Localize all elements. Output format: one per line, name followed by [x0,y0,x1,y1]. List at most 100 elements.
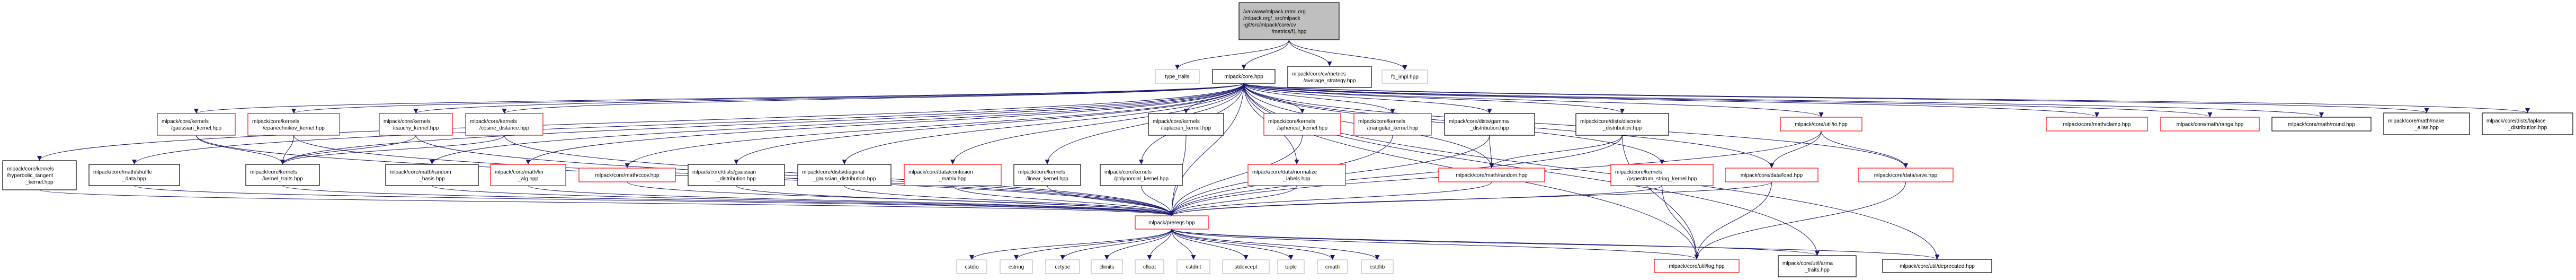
edge-prereqs-to-tuple [1171,229,1294,260]
node-label-line: mlpack/core/math/round.hpp [2288,122,2355,128]
node-diagonal-gaussian-distribution[interactable]: mlpack/core/dists/diagonal_gaussian_dist… [797,164,892,186]
node-prereqs[interactable]: mlpack/prereqs.hpp [1135,215,1209,230]
node-gaussian-kernel[interactable]: mlpack/core/kernels/gaussian_kernel.hpp [157,113,236,136]
node-triangular-kernel[interactable]: mlpack/core/kernels/triangular_kernel.hp… [1353,113,1432,136]
node-label-line: cstring [1009,265,1024,270]
node-kernel-traits[interactable]: mlpack/core/kernels/kernel_traits.hpp [245,164,320,186]
node-spherical-kernel[interactable]: mlpack/core/kernels/spherical_kernel.hpp [1263,113,1341,136]
node-laplacian-kernel[interactable]: mlpack/core/kernels/laplacian_kernel.hpp [1148,113,1224,136]
node-ccov[interactable]: mlpack/core/math/ccov.hpp [578,168,676,182]
node-label-line: mlpack/core/dists/gamma [1449,119,1509,125]
node-box [1610,164,1714,186]
node-box [157,113,236,136]
node-box [1353,113,1432,136]
node-confusion-matrix[interactable]: mlpack/core/data/confusion_matrix.hpp [904,164,1002,186]
edge-shuffle_data-to-prereqs [134,185,1174,216]
node-cosine-distance[interactable]: mlpack/core/kernels/cosine_distance.hpp [465,113,543,136]
node-label-line: mlpack/core/dists/gaussian [692,169,756,175]
edge-prereqs-to-log [1171,229,1699,260]
node-label-line: /kernel_traits.hpp [262,176,303,182]
node-label-line: mlpack/core/kernels [470,119,517,125]
node-label-line: mlpack/core/data/load.hpp [1741,173,1803,179]
node-box [379,113,453,136]
edge-core-to-prereqs [1169,83,1244,216]
edge-gaussian_kernel-to-kernel_traits [196,135,285,165]
node-make-alias[interactable]: mlpack/core/math/make_alias.hpp [2383,112,2470,135]
node-label-line: /cosine_distance.hpp [479,125,529,131]
node-box [1444,113,1535,136]
node-label-line: mlpack/core/math/random.hpp [1456,173,1528,179]
node-cauchy-kernel[interactable]: mlpack/core/kernels/cauchy_kernel.hpp [379,113,453,136]
node-label-line: mlpack/core/kernels [252,119,299,125]
node-arma-traits[interactable]: mlpack/core/util/arma_traits.hpp [1778,255,1857,277]
node-box [1287,66,1372,88]
edge-pspectrum_string_kernel-to-log [1662,185,1699,260]
node-label-line: mlpack/core/util/arma [1782,260,1833,266]
node-save[interactable]: mlpack/core/data/save.hpp [1858,168,1954,182]
edge-hyperbolic_tangent_kernel-to-prereqs [39,189,1174,216]
edge-core-to-deprecated [1243,83,1940,260]
node-box [1135,259,1164,274]
node-label-line: type_traits [1165,74,1189,80]
edge-linear_kernel-to-prereqs [1047,185,1174,216]
node-random-basis[interactable]: mlpack/core/math/random_basis.hpp [385,164,479,186]
node-io[interactable]: mlpack/core/util/io.hpp [1780,117,1862,132]
edge-kernel_traits-to-prereqs [282,185,1174,216]
node-label-line: tuple [1285,265,1297,270]
node-f1-impl: f1_impl.hpp [1381,69,1428,84]
node-label-line: /cauchy_kernel.hpp [393,125,439,131]
node-deprecated[interactable]: mlpack/core/util/deprecated.hpp [1882,259,1992,273]
node-pspectrum-string-kernel[interactable]: mlpack/core/kernels/pspectrum_string_ker… [1610,164,1714,186]
edge-random_basis-to-prereqs [432,185,1174,216]
edge-prereqs-to-stdexcept [1171,229,1249,260]
node-discrete-distribution[interactable]: mlpack/core/dists/discrete_distribution.… [1575,113,1669,136]
node-climits: climits [1091,259,1123,274]
node-label-line: mlpack/core/kernels [1358,119,1405,125]
node-linear-kernel[interactable]: mlpack/core/kernels/linear_kernel.hpp [1013,164,1081,186]
node-label-line: mlpack/core/math/shuffle [93,169,152,175]
node-range[interactable]: mlpack/core/math/range.hpp [2160,117,2260,132]
node-lin-alg[interactable]: mlpack/core/math/lin_alg.hpp [490,164,566,186]
node-label-line: /mlpack.org/_src/mlpack [1243,15,1301,21]
node-label-line: f1_impl.hpp [1391,74,1419,80]
edge-gaussian_distribution-to-prereqs [736,185,1174,216]
node-shuffle-data[interactable]: mlpack/core/math/shuffle_data.hpp [88,164,180,186]
node-epanechnikov-kernel[interactable]: mlpack/core/kernels/epanechnikov_kernel.… [247,113,340,136]
node-polynomial-kernel[interactable]: mlpack/core/kernels/polynomial_kernel.hp… [1100,164,1183,186]
node-tuple: tuple [1277,259,1305,274]
edge-core-to-cauchy_kernel [413,83,1244,114]
node-log[interactable]: mlpack/core/util/log.hpp [1654,259,1740,273]
node-label-line: mlpack/core/util/log.hpp [1669,264,1724,269]
edge-core-to-epanechnikov_kernel [291,83,1244,114]
node-clamp[interactable]: mlpack/core/math/clamp.hpp [2046,117,2148,132]
node-root[interactable]: /var/www/mlpack.ratml.org/mlpack.org/_sr… [1238,2,1340,40]
node-label-line: /var/www/mlpack.ratml.org [1243,9,1306,15]
edge-save-to-log [1694,181,1906,260]
node-hyperbolic-tangent-kernel[interactable]: mlpack/core/kernels/hyperbolic_tangent_k… [2,160,77,190]
node-normalize-labels[interactable]: mlpack/core/data/normalize_labels.hpp [1247,164,1346,186]
node-label-line: /polynomial_kernel.hpp [1114,176,1169,182]
edge-prereqs-to-arma_traits [1171,229,1820,256]
node-label-line: mlpack/core/kernels [1018,169,1065,175]
node-box [1091,259,1123,274]
node-label-line: _traits.hpp [1804,267,1830,273]
edge-core-to-gamma_distribution [1243,83,1492,114]
node-gaussian-distribution[interactable]: mlpack/core/dists/gaussian_distribution.… [688,164,785,186]
node-random[interactable]: mlpack/core/math/random.hpp [1438,168,1545,182]
node-label-line: mlpack/core/data/confusion [908,169,973,175]
node-load[interactable]: mlpack/core/data/load.hpp [1725,168,1819,182]
node-label-line: /spherical_kernel.hpp [1277,125,1327,131]
edge-discrete_distribution-to-log [1622,135,1699,260]
node-round[interactable]: mlpack/core/math/round.hpp [2271,117,2372,132]
node-laplace-distribution[interactable]: mlpack/core/dists/laplace_distribution.h… [2482,112,2573,135]
node-box [1212,69,1276,84]
node-core[interactable]: mlpack/core.hpp [1212,69,1276,84]
node-label-line: _matrix.hpp [938,176,967,182]
node-label-line: cstdio [965,265,979,270]
node-gamma-distribution[interactable]: mlpack/core/dists/gamma_distribution.hpp [1444,113,1535,136]
node-box [1135,215,1209,230]
node-cctype: cctype [1045,259,1080,274]
node-box [1882,259,1992,273]
node-label-line: mlpack/core/cv/metrics [1292,71,1346,77]
node-average-strategy[interactable]: mlpack/core/cv/metrics/average_strategy.… [1287,66,1372,88]
